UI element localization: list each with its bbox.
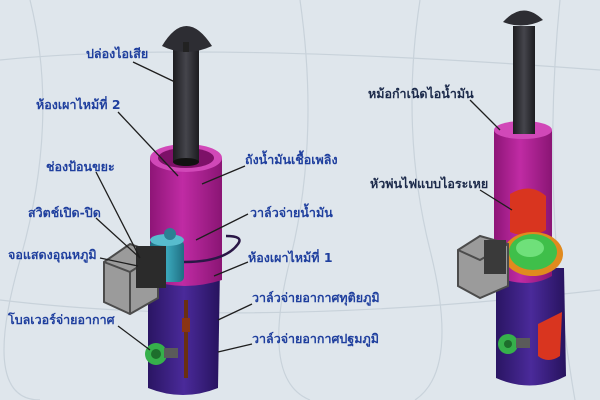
label-blower: โบลเวอร์จ่ายอากาศ: [8, 314, 115, 327]
label-steam-generator: หม้อกำเนิดไอน้ำมัน: [368, 88, 474, 101]
label-oil-valve: วาล์วจ่ายน้ำมัน: [250, 207, 333, 220]
label-primary-air-valve: วาล์วจ่ายอากาศปฐมภูมิ: [252, 333, 379, 346]
right-flame-chamber: [510, 188, 546, 235]
label-fuel-tank: ถังน้ำมันเชื้อเพลิง: [245, 154, 338, 167]
label-temperature-display: จอแสดงอุณหภูมิ: [8, 249, 97, 262]
label-chimney: ปล่องไอเสีย: [86, 48, 148, 61]
left-chimney: [173, 48, 199, 162]
right-chimney: [513, 26, 535, 134]
left-display-box: [136, 246, 166, 288]
label-combustion-chamber-1: ห้องเผาไหม้ที่ 1: [248, 252, 333, 265]
label-waste-inlet: ช่องป้อนขยะ: [46, 161, 115, 174]
label-spray-burner: หัวพ่นไฟแบบไอระเหย: [370, 178, 488, 191]
label-combustion-chamber-2: ห้องเผาไหม้ที่ 2: [36, 99, 121, 112]
label-on-off-switch: สวิตช์เปิด-ปิด: [28, 207, 101, 220]
label-secondary-air-valve: วาล์วจ่ายอากาศทุติยภูมิ: [252, 292, 380, 305]
